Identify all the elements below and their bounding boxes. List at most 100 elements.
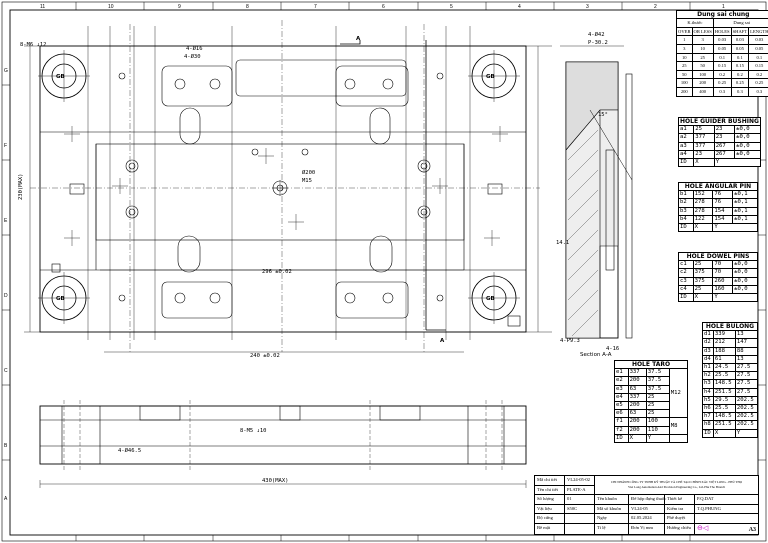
svg-text:B: B	[4, 443, 8, 449]
section-view	[560, 45, 633, 339]
gb-label-tl: GB	[56, 74, 65, 80]
sheet-size: A3	[748, 526, 757, 533]
svg-text:E: E	[4, 218, 8, 224]
table-title: HOLE TARO	[614, 359, 688, 370]
dim-centre-b: M15	[302, 178, 312, 184]
dim-centre: Ø200	[302, 169, 315, 176]
svg-text:3: 3	[586, 4, 589, 10]
section-mark-bottom: A	[440, 338, 445, 344]
svg-text:10: 10	[108, 4, 114, 10]
svg-text:2: 2	[654, 4, 657, 10]
gb-label-bl: GB	[56, 296, 65, 302]
tolerance-title: Dung sai chung	[676, 9, 768, 20]
dimension-lines	[24, 26, 552, 353]
dim-angle: 15°	[598, 112, 608, 118]
gb-label-br: GB	[486, 296, 495, 302]
gb-label-tr: GB	[486, 74, 495, 80]
dim-section-depth: 4-Ø42	[588, 31, 605, 38]
inner-border	[9, 9, 759, 536]
svg-text:C: C	[4, 368, 8, 374]
front-view	[39, 400, 527, 488]
company-name-vn: CHI NHÁNH CÔNG TY TNHH KỸ THUẬT VÀ CHẾ T…	[610, 480, 743, 485]
svg-text:6: 6	[382, 4, 385, 10]
dim-pin: 4-Ø16	[186, 45, 203, 52]
svg-text:D: D	[4, 293, 8, 299]
dim-top-hole: 8-M6 ↓12	[20, 42, 47, 48]
zone-labels: 11 10 9 8 7 6 5 4 3 2 1 G F E D C B A	[4, 4, 725, 502]
svg-text:F: F	[4, 143, 7, 149]
dim-section-depth-b: P-30.2	[588, 40, 608, 46]
section-cut-line	[340, 40, 446, 331]
dim-depth: 4-Ø46.5	[118, 447, 141, 454]
table-title: HOLE ANGULAR PIN	[678, 181, 758, 192]
dim-230: 230(MAX)	[18, 174, 24, 201]
dim-mbolt: 8-M5 ↓10	[240, 428, 267, 434]
svg-text:11: 11	[40, 4, 45, 10]
svg-text:G: G	[4, 68, 8, 74]
table-title: HOLE BULONG	[702, 321, 758, 332]
svg-text:4: 4	[518, 4, 521, 10]
svg-text:8: 8	[246, 4, 249, 10]
table-title: HOLE DOWEL PINS	[678, 251, 758, 262]
dim-right-side: 14.1	[556, 240, 569, 246]
dim-240: 240 ±0.02	[250, 353, 280, 359]
section-mark-top: A	[356, 36, 361, 42]
dim-taper: 4-Ø30	[184, 53, 201, 60]
section-caption: Section A-A	[580, 352, 612, 358]
plan-view	[38, 45, 527, 333]
centerlines	[30, 20, 540, 352]
svg-text:A: A	[4, 496, 8, 502]
dim-overall: 430(MAX)	[262, 478, 289, 484]
table-title: HOLE GUIDER BUSHING	[678, 116, 761, 127]
svg-text:7: 7	[314, 4, 317, 10]
dim-short: 4-16	[606, 346, 619, 352]
dim-296: 296 ±0.02	[262, 269, 292, 275]
svg-text:9: 9	[178, 4, 181, 10]
svg-text:1: 1	[722, 4, 725, 10]
